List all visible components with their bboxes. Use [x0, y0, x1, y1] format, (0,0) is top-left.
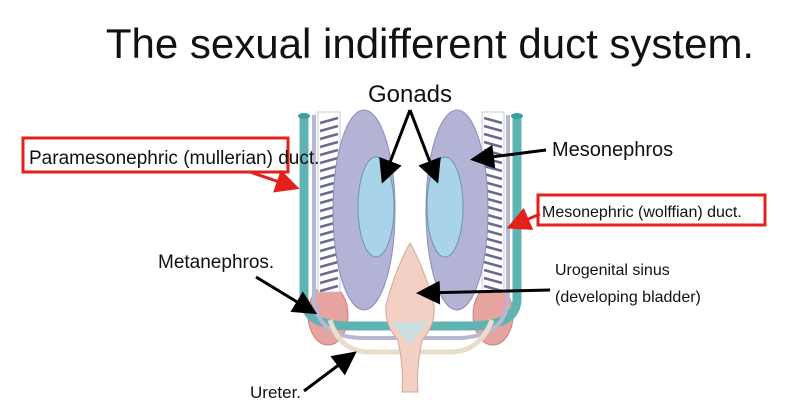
mesonephric-tubule	[319, 156, 339, 165]
arrow-gonad-left	[379, 109, 412, 184]
mesonephric-tubule	[319, 132, 339, 141]
mesonephric-tubule	[483, 116, 503, 125]
label-paramesonephric-duct: Paramesonephric (mullerian) duct.	[29, 148, 319, 169]
mesonephric-tubule	[483, 260, 503, 269]
right-duct-opening	[511, 113, 523, 119]
mesonephric-tubule	[483, 268, 503, 277]
label-metanephros: Metanephros.	[158, 252, 274, 273]
left-duct-opening	[298, 113, 310, 119]
arrow-gonad-right	[408, 109, 441, 184]
mesonephric-tubule	[483, 124, 503, 133]
label-gonads: Gonads	[368, 81, 452, 108]
mesonephric-tubule	[319, 164, 339, 173]
mesonephric-tubule	[319, 124, 339, 133]
arrow-mesonephros	[470, 144, 547, 169]
arrow-urogenital-sinus	[416, 280, 551, 305]
mesonephric-tubule	[319, 260, 339, 269]
sinus-detail	[392, 322, 428, 345]
mesonephric-tubule	[483, 252, 503, 261]
label-mesonephros: Mesonephros	[552, 139, 673, 161]
mesonephric-tubule	[483, 132, 503, 141]
arrow-metanephros	[255, 275, 318, 315]
mesonephric-tubule	[319, 140, 339, 149]
label-developing-bladder: (developing bladder)	[555, 289, 701, 306]
mesonephric-tubule	[319, 276, 339, 285]
mesonephric-tubule	[483, 172, 503, 181]
mesonephric-highlight-box	[536, 193, 767, 227]
arrow-mesonephric	[506, 207, 541, 230]
paramesonephric-highlight-box	[21, 136, 290, 174]
diagram-title: The sexual indifferent duct system.	[106, 20, 754, 67]
mesonephric-tubule	[319, 116, 339, 125]
arrow-ureter	[303, 351, 357, 393]
mesonephric-tubule	[483, 244, 503, 253]
urogenital-sinus	[385, 241, 435, 393]
left-gonad	[357, 156, 395, 258]
mesonephric-tubule	[319, 284, 339, 293]
mesonephric-tubule	[483, 276, 503, 285]
mesonephric-tubule	[319, 148, 339, 157]
mesonephric-tubule	[483, 140, 503, 149]
label-mesonephric-duct: Mesonephric (wolffian) duct.	[542, 204, 742, 221]
mesonephric-tubule	[319, 268, 339, 277]
label-urogenital-sinus: Urogenital sinus	[555, 262, 670, 279]
mesonephric-tubule	[319, 252, 339, 261]
arrow-paramesonephric	[249, 169, 300, 193]
label-ureter: Ureter.	[250, 383, 301, 402]
